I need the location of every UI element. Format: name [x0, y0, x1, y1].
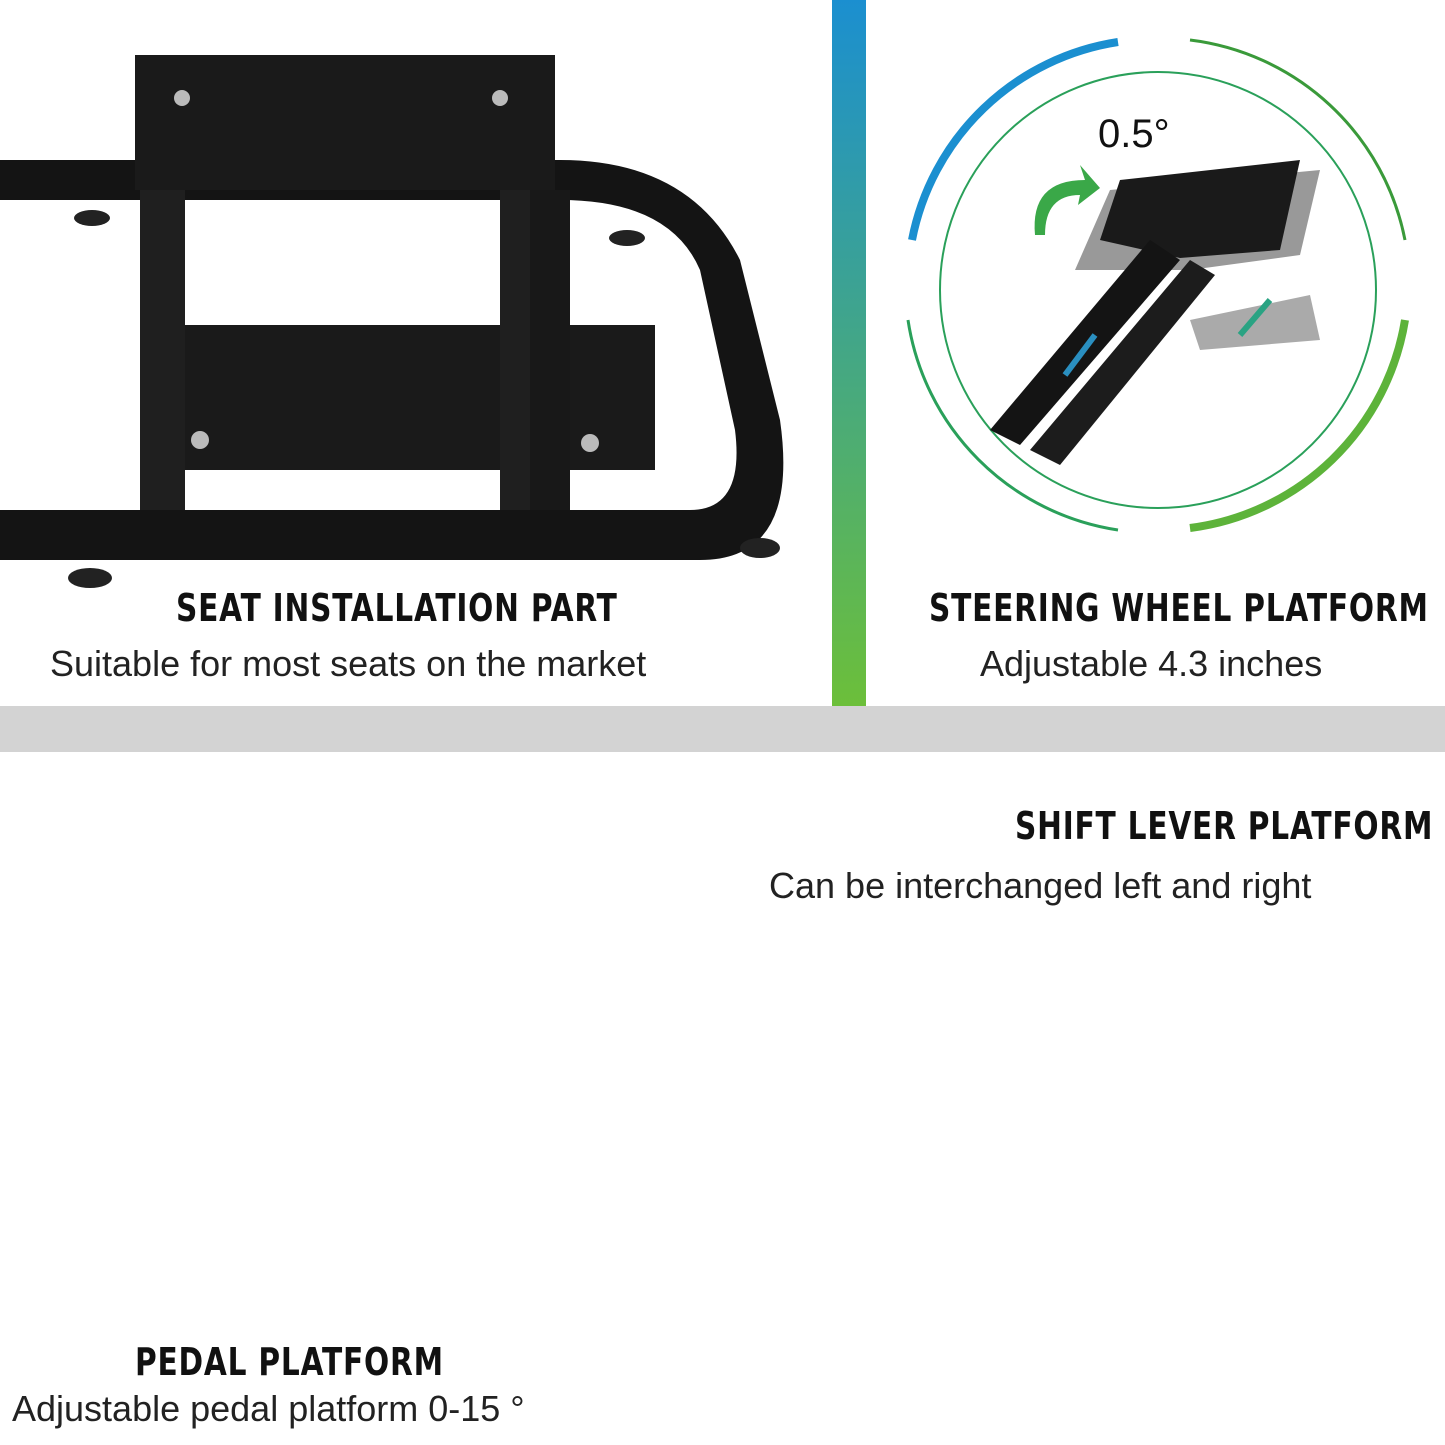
steering-subtitle: Adjustable 4.3 inches — [980, 643, 1323, 684]
shifter-title: SHIFT LEVER PLATFORM — [1015, 804, 1434, 848]
steering-ring — [906, 38, 1409, 532]
section-divider — [0, 706, 1445, 752]
pedal-subtitle: Adjustable pedal platform 0-15 ° — [12, 1388, 525, 1429]
pedal-title: PEDAL PLATFORM — [135, 1340, 444, 1384]
angle-label: 0.5° — [1098, 112, 1170, 156]
steering-title: STEERING WHEEL PLATFORM — [929, 586, 1429, 630]
steering-platform-image — [990, 160, 1320, 465]
seat-title: SEAT INSTALLATION PART — [176, 586, 618, 630]
seat-subtitle: Suitable for most seats on the market — [50, 643, 647, 684]
rotate-arrow-icon — [1034, 165, 1100, 235]
seat-frame-image — [0, 55, 784, 588]
shifter-subtitle: Can be interchanged left and right — [769, 865, 1312, 906]
vertical-divider — [832, 0, 866, 706]
double-arrow-icon — [1062, 333, 1098, 377]
